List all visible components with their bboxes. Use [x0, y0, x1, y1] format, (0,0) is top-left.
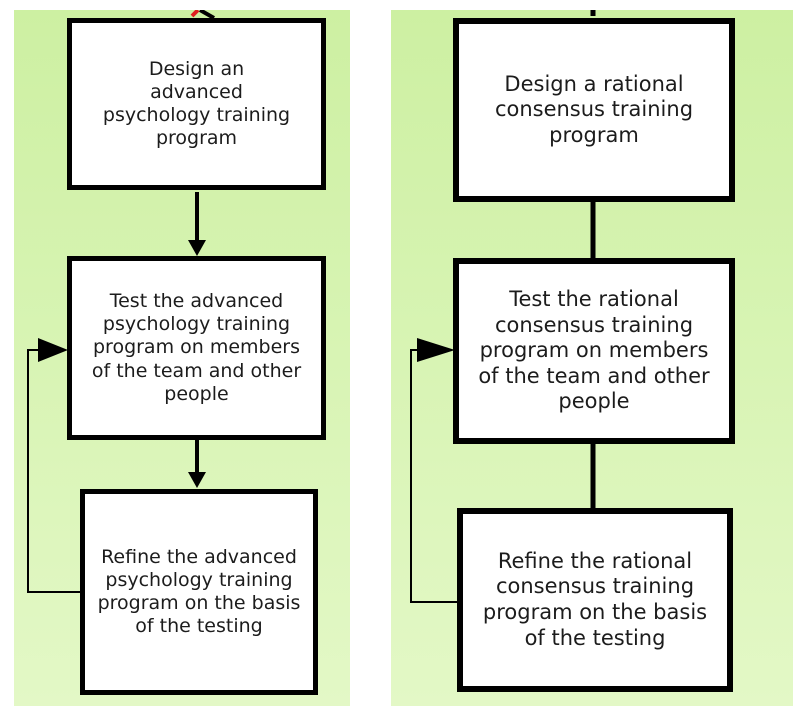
- arrowhead-feedback-left: [38, 338, 68, 362]
- step-design: Design an advanced psychology training p…: [67, 18, 326, 190]
- step-test: Test the rational consensus training pro…: [453, 258, 735, 444]
- flowchart-panel-left: Design an advanced psychology training p…: [14, 10, 350, 706]
- step-test: Test the advanced psychology training pr…: [67, 256, 326, 440]
- step-refine-label: Refine the rational consensus training p…: [482, 548, 708, 650]
- step-refine-label: Refine the advanced psychology training …: [97, 545, 301, 638]
- step-design-label: Design a rational consensus training pro…: [494, 71, 694, 147]
- connectors-left: [27, 10, 215, 593]
- flowchart-panel-right: Design a rational consensus training pro…: [391, 10, 793, 706]
- feedback-loop-left: [27, 349, 82, 593]
- step-test-label: Test the advanced psychology training pr…: [91, 290, 302, 405]
- step-refine: Refine the advanced psychology training …: [80, 489, 318, 695]
- arrowhead-feedback-right: [417, 338, 455, 362]
- arrowhead-test-to-refine: [188, 472, 206, 488]
- arrowhead-design-to-test: [188, 240, 206, 256]
- incoming-connector: [199, 10, 215, 20]
- feedback-loop-right: [410, 349, 459, 603]
- step-design-label: Design an advanced psychology training p…: [102, 57, 291, 150]
- connectors-right: [410, 10, 596, 603]
- step-test-label: Test the rational consensus training pro…: [478, 286, 710, 414]
- incoming-connector-red: [190, 10, 200, 18]
- step-refine: Refine the rational consensus training p…: [457, 508, 733, 692]
- step-design: Design a rational consensus training pro…: [453, 18, 735, 202]
